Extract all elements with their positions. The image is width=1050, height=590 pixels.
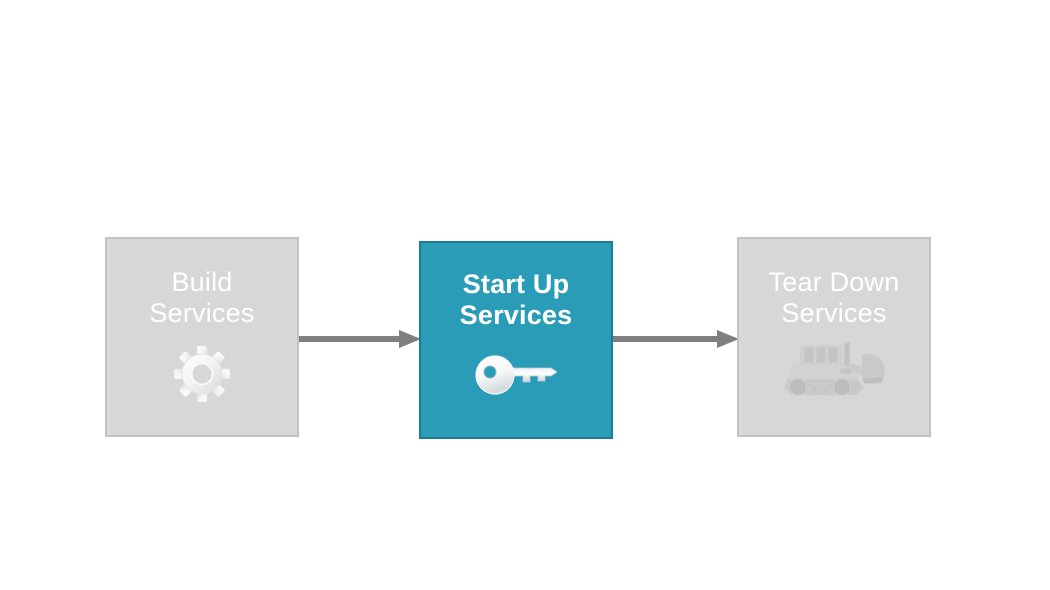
bulldozer-icon — [778, 338, 890, 400]
process-node-tear-down-services[interactable]: Tear Down Services — [737, 237, 931, 437]
process-node-label: Tear Down Services — [768, 267, 900, 329]
process-node-start-up-services[interactable]: Start Up Services — [419, 241, 613, 439]
key-icon — [473, 355, 559, 397]
flow-arrow-build-to-startup — [299, 328, 421, 350]
process-node-label: Build Services — [149, 267, 255, 329]
flow-arrow-startup-to-teardown — [613, 328, 739, 350]
gear-icon — [173, 345, 231, 403]
process-node-label: Start Up Services — [459, 269, 573, 331]
process-node-build-services[interactable]: Build Services — [105, 237, 299, 437]
